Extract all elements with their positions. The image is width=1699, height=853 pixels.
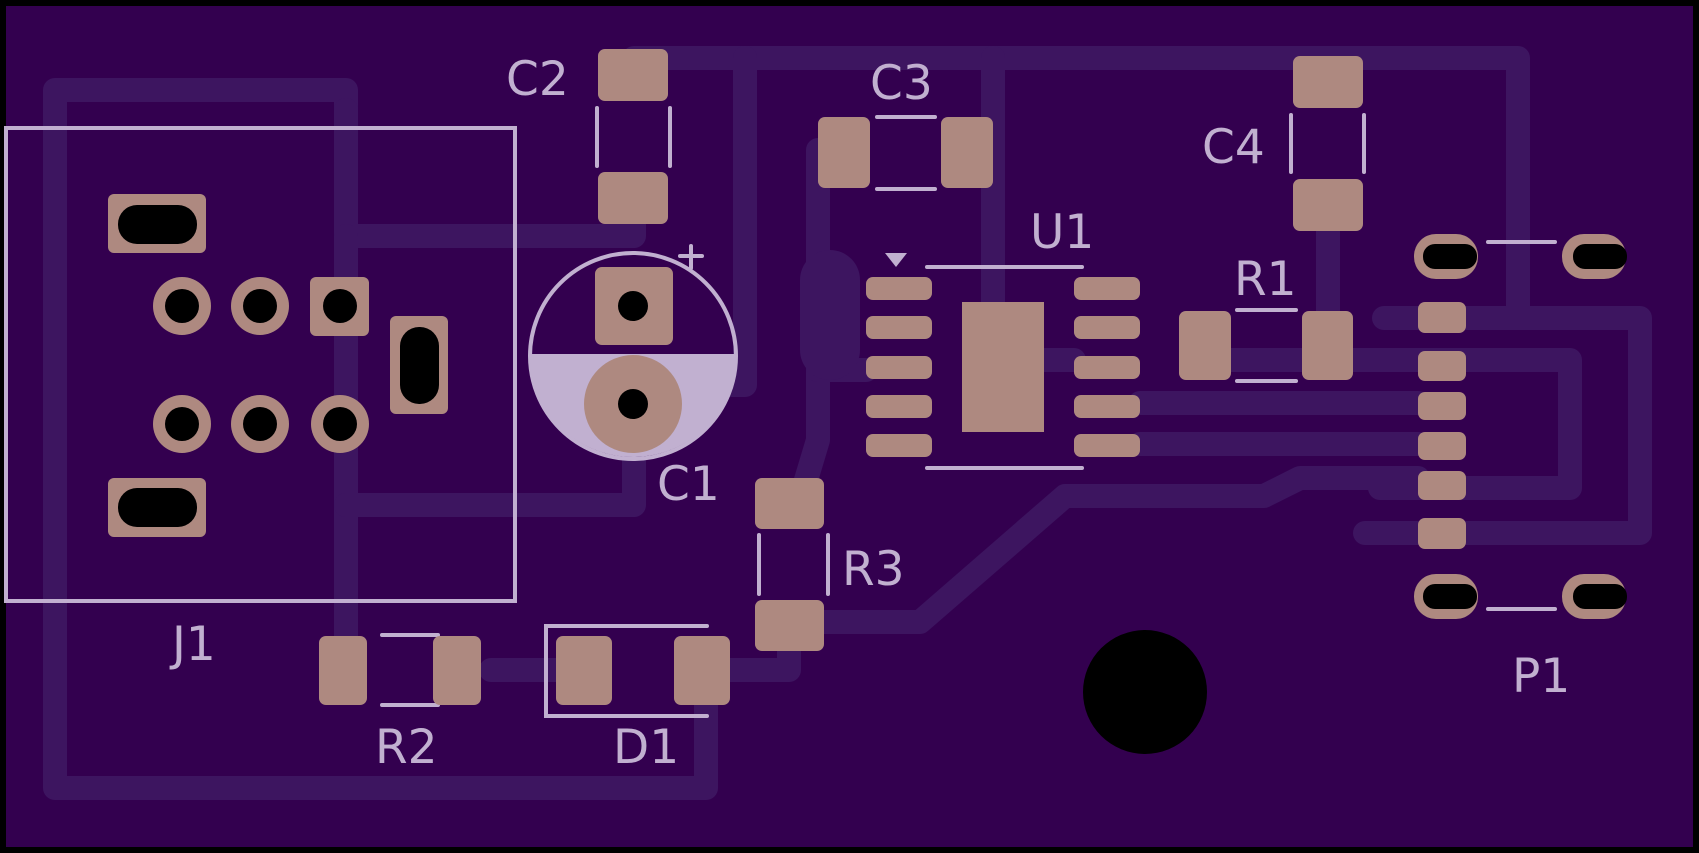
d1-silk [544, 624, 709, 718]
label-r2: R2 [375, 720, 438, 775]
u1-pin [866, 395, 932, 418]
c4-pad [1293, 179, 1363, 231]
j1-slot [118, 488, 197, 527]
p1-pin [1418, 432, 1466, 460]
c1-drill [618, 291, 648, 321]
label-u1: U1 [1030, 205, 1094, 260]
c2-pad [598, 172, 668, 224]
trace-r3-diag [777, 466, 1430, 634]
u1-pin [1074, 434, 1140, 457]
j1-outline [4, 126, 517, 603]
p1-slot [1573, 584, 1627, 609]
drills [118, 205, 1627, 754]
j1-drill [165, 407, 199, 441]
r3-pad [755, 600, 824, 651]
silkscreen [4, 106, 1557, 718]
p1-pin [1418, 518, 1466, 549]
label-p1: P1 [1512, 649, 1570, 704]
trace-r1-p1 [1219, 348, 1582, 500]
label-c4: C4 [1202, 120, 1265, 175]
label-r1: R1 [1234, 252, 1297, 307]
c3-pad [818, 117, 870, 188]
p1-slot [1423, 244, 1477, 269]
r3-pad [755, 478, 824, 529]
d1-pad [556, 636, 612, 705]
trace-gnd-loop [43, 78, 718, 800]
c3-pad [941, 117, 993, 188]
trace-top-bus [622, 46, 1530, 330]
p1-slot [1423, 584, 1477, 609]
c4-pad [1293, 56, 1363, 108]
label-c1: C1 [657, 457, 720, 512]
p1-slot [1573, 244, 1627, 269]
u1-pin [866, 434, 932, 457]
label-r3: R3 [842, 542, 905, 597]
u1-pin1-marker [885, 253, 907, 267]
r1-pad [1179, 311, 1231, 380]
label-j1: J1 [169, 617, 216, 672]
j1-slot [118, 205, 197, 244]
p1-pin [1418, 392, 1466, 420]
u1-pin [1074, 395, 1140, 418]
trace-p1-outer [1353, 306, 1652, 545]
label-c3: C3 [870, 56, 933, 111]
label-d1: D1 [613, 720, 679, 775]
j1-slot [400, 327, 439, 404]
d1-pad [674, 636, 730, 705]
j1-drill [165, 289, 199, 323]
silk-labels: J1 C2 C3 C4 U1 R1 C1 R3 R2 D1 P1 [169, 52, 1570, 775]
p1-pin [1418, 302, 1466, 333]
u1-pin [866, 277, 932, 300]
p1-pin [1418, 351, 1466, 381]
u1-thermal-pad [962, 302, 1044, 432]
c2-pad [598, 49, 668, 101]
u1-pin [866, 356, 932, 379]
mounting-hole [1083, 630, 1207, 754]
p1-pin [1418, 471, 1466, 500]
u1-pin [1074, 356, 1140, 379]
c1-outline [528, 251, 738, 461]
r2-pad [319, 636, 367, 705]
r2-pad [433, 636, 481, 705]
label-c2: C2 [506, 52, 569, 107]
j1-drill [323, 289, 357, 323]
c1-drill [618, 389, 648, 419]
j1-drill [243, 407, 277, 441]
u1-pin [1074, 277, 1140, 300]
j1-drill [323, 407, 357, 441]
u1-pin [866, 316, 932, 339]
j1-drill [243, 289, 277, 323]
u1-pin [1074, 316, 1140, 339]
r1-pad [1302, 311, 1353, 380]
